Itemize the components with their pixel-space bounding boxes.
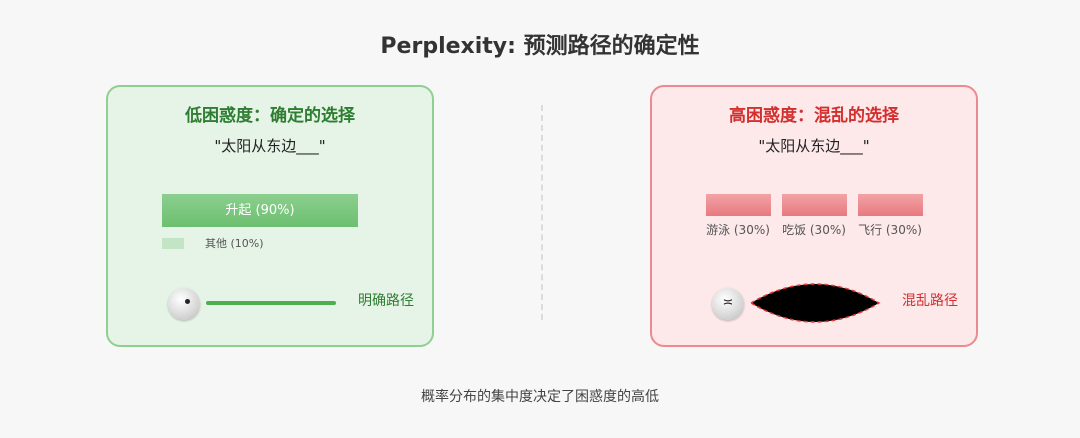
option-label: 吃饭 (30%) — [774, 221, 854, 238]
option-bar — [706, 194, 771, 216]
diagram-title: Perplexity: 预测路径的确定性 — [0, 28, 1080, 60]
ball-dot-icon — [185, 299, 190, 304]
token-ball-icon — [168, 288, 200, 320]
footer-caption: 概率分布的集中度决定了困惑度的高低 — [0, 386, 1080, 406]
clear-path-label: 明确路径 — [358, 290, 414, 310]
high-panel-heading: 高困惑度：混乱的选择 — [652, 101, 976, 126]
clear-path-line — [206, 301, 336, 305]
chaotic-path-shape — [748, 277, 882, 329]
token-ball-icon: ≍ — [712, 288, 744, 320]
low-perplexity-panel: 低困惑度：确定的选择 "太阳从东边___" 升起 (90%) 其他 (10%) … — [106, 85, 434, 347]
high-perplexity-panel: 高困惑度：混乱的选择 "太阳从东边___" 游泳 (30%) 吃饭 (30%) … — [650, 85, 978, 347]
chaotic-path-label: 混乱路径 — [902, 290, 958, 310]
option-label: 游泳 (30%) — [698, 221, 778, 238]
low-panel-heading: 低困惑度：确定的选择 — [108, 101, 432, 126]
panel-divider — [541, 105, 543, 320]
high-panel-prompt: "太阳从东边___" — [652, 135, 976, 156]
main-choice-bar: 升起 (90%) — [162, 194, 358, 227]
low-panel-prompt: "太阳从东边___" — [108, 135, 432, 156]
other-choice-bar — [162, 238, 184, 249]
other-choice-label: 其他 (10%) — [205, 235, 264, 251]
option-bar — [782, 194, 847, 216]
ball-symbol: ≍ — [712, 295, 744, 311]
option-bar — [858, 194, 923, 216]
option-label: 飞行 (30%) — [850, 221, 930, 238]
